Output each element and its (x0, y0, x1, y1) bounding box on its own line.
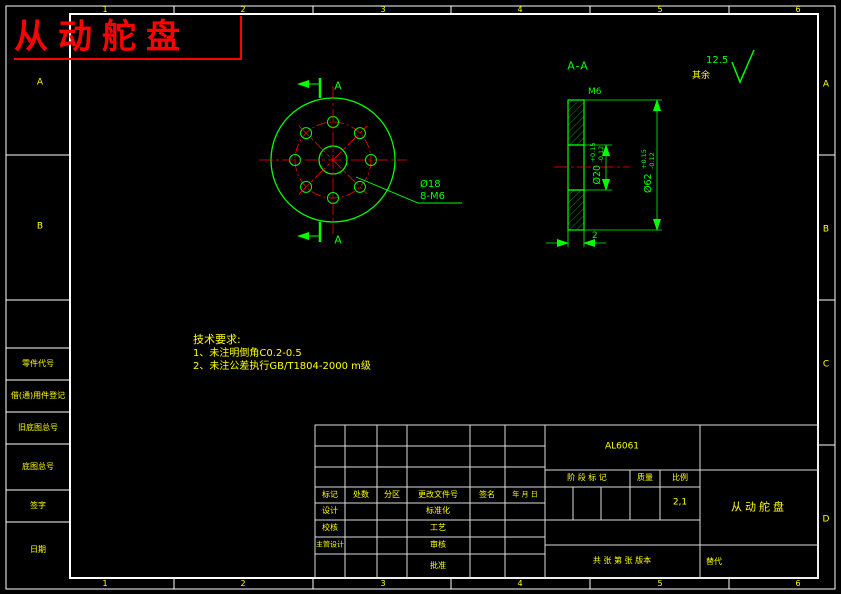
zone-number-top: 3 (380, 5, 386, 14)
part-name: 从动舵盘 (731, 500, 787, 514)
section-bore-area (567, 144, 585, 191)
margin-row-label: 零件代号 (22, 359, 54, 368)
tb-label-scale: 比例 (672, 473, 688, 482)
tb-footer-replace: 替代 (706, 557, 722, 566)
zone-number-bottom: 2 (240, 579, 246, 588)
tb-label-check: 校核 (322, 523, 338, 532)
margin-row-label: 旧底图总号 (18, 423, 58, 432)
hole-callout-leader (355, 176, 462, 204)
zone-number-top: 2 (240, 5, 246, 14)
bore-dia-text: Ø20 (592, 165, 603, 185)
section-view: Ø20 +0.15 -0.12 Ø62 +0.15 -0.12 (546, 99, 662, 247)
zone-number-bottom: 6 (795, 579, 801, 588)
outer-dimension (584, 99, 662, 231)
bore-dimension (584, 144, 612, 191)
tb-label-standard: 标准化 (426, 506, 450, 515)
hole-dia-callout: Ø18 (420, 179, 441, 190)
margin-row-label: 底图总号 (22, 462, 54, 471)
drawing-title: 从动舵盘 (14, 16, 242, 60)
zone-number-top: 6 (795, 5, 801, 14)
section-hatch-bottom (567, 189, 585, 231)
tech-requirement-item: 1、未注明倒角C0.2-0.5 (193, 348, 302, 359)
outer-dimension-text: Ø62 +0.15 -0.12 (640, 149, 656, 193)
thickness-value: 2 (592, 231, 598, 241)
tb-footer-sheets: 共 张 第 张 版本 (592, 556, 652, 565)
tb-label-stage: 阶 段 标 记 (567, 473, 607, 482)
zone-number-top: 5 (657, 5, 663, 14)
tb-header-count: 处数 (353, 490, 369, 499)
bolt-hole (353, 180, 366, 193)
zone-letter-left: B (36, 221, 44, 232)
zone-letter-left: A (36, 77, 44, 88)
hole-thread-callout: 8-M6 (420, 191, 445, 202)
outer-tol-plus-text: +0.15 (640, 149, 648, 169)
zone-letter-right: D (822, 514, 830, 525)
bore-tol-minus-text: -0.12 (597, 146, 605, 163)
tech-requirement-item: 2、未注公差执行GB/T1804-2000 m级 (193, 361, 371, 372)
tb-label-chief: 主管设计 (316, 540, 344, 549)
cut-label-bottom: A (334, 233, 342, 247)
zone-number-bottom: 1 (102, 579, 108, 588)
tb-header-mark: 标记 (322, 490, 338, 499)
tb-label-mass: 质量 (637, 473, 653, 482)
tb-label-audit: 审核 (430, 540, 446, 549)
tb-label-process: 工艺 (430, 523, 446, 532)
tb-label-approve: 批准 (430, 561, 446, 570)
tb-header-sign: 签名 (479, 490, 495, 499)
tb-header-date: 年 月 日 (512, 490, 538, 499)
zone-letter-right: A (822, 79, 830, 90)
bolt-hole (300, 127, 313, 140)
sheet-frame (5, 5, 836, 590)
section-label: A-A (567, 59, 589, 73)
title-block-border (314, 424, 819, 579)
zone-letter-right: B (822, 224, 830, 235)
tb-header-zone: 分区 (384, 490, 400, 499)
outer-tol-minus-text: -0.12 (648, 152, 656, 169)
tb-label-design: 设计 (322, 506, 338, 515)
roughness-scope: 其余 (692, 71, 711, 81)
zone-letter-right: C (822, 359, 830, 370)
roughness-value: 12.5 (706, 55, 729, 66)
zone-number-top: 1 (102, 5, 108, 14)
section-hatch-top (567, 99, 585, 146)
margin-row-label: 签字 (30, 501, 46, 510)
thickness-dimension (546, 230, 606, 247)
thread-callout: M6 (588, 87, 602, 97)
zone-number-bottom: 3 (380, 579, 386, 588)
scale-value: 2,1 (672, 497, 688, 508)
title-block-grid (314, 424, 819, 579)
roughness-symbol-icon (731, 49, 755, 84)
material-value: AL6061 (604, 441, 640, 452)
center-line-diag (298, 125, 368, 195)
zone-number-top: 4 (517, 5, 523, 14)
bolt-hole (353, 127, 366, 140)
center-lines (259, 86, 407, 234)
front-view (259, 78, 462, 242)
outer-dia-text: Ø62 (643, 173, 654, 193)
section-cut-marks (297, 78, 322, 242)
cut-label-top: A (334, 79, 342, 93)
bolt-hole (300, 180, 313, 193)
zone-number-bottom: 5 (657, 579, 663, 588)
tech-requirements-title: 技术要求: (193, 333, 241, 346)
margin-row-label: 日期 (30, 545, 46, 554)
tb-header-file: 更改文件号 (418, 490, 458, 499)
margin-row-label: 借(通)用件登记 (10, 391, 66, 400)
outer-border (5, 5, 836, 590)
bore-tol-plus-text: +0.15 (589, 143, 597, 163)
bore-dimension-text: Ø20 +0.15 -0.12 (589, 143, 605, 185)
zone-number-bottom: 4 (517, 579, 523, 588)
